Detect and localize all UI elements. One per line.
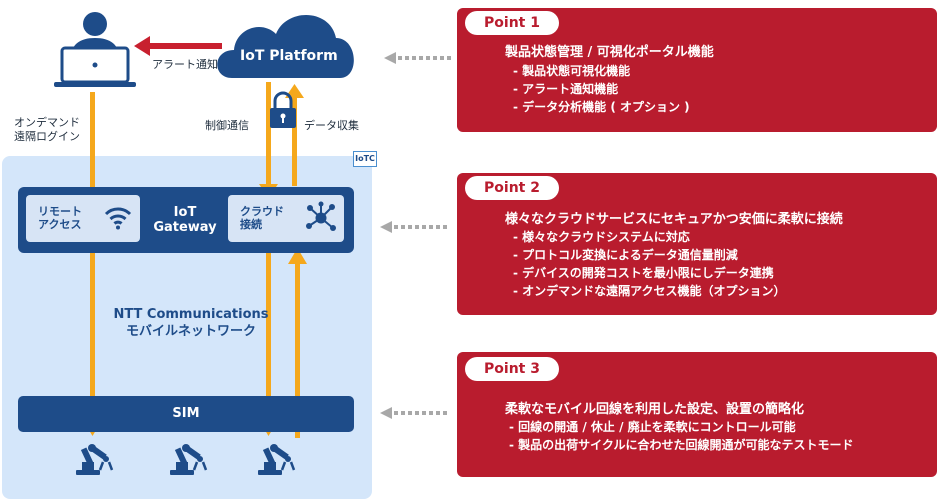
pointer-arrow-1: [384, 52, 451, 64]
remote-access-label: リモート アクセス: [38, 205, 82, 231]
point-1-bullet: - アラート通知機能: [513, 82, 619, 96]
ntt-mobile-network-label: NTT Communications モバイルネットワーク: [113, 307, 269, 339]
cloud-connection-label: クラウド 接続: [240, 205, 284, 231]
point-3-bullet: - 回線の開通 / 休止 / 廃止を柔軟にコントロール可能: [509, 420, 796, 434]
point-3-bullets: - 回線の開通 / 休止 / 廃止を柔軟にコントロール可能 - 製品の出荷サイク…: [509, 418, 854, 454]
iot-platform-label: IoT Platform: [240, 48, 338, 64]
iotc-badge: IoTC: [353, 151, 377, 167]
cloud-connection-box: クラウド 接続: [228, 195, 344, 242]
point-1-title: 製品状態管理 / 可視化ポータル機能: [505, 45, 714, 60]
point-1-box: Point 1 製品状態管理 / 可視化ポータル機能 - 製品状態可視化機能 -…: [457, 8, 937, 132]
alert-arrow: [134, 36, 222, 56]
point-1-pill: Point 1: [465, 11, 559, 35]
robot-arm-icon-2: [170, 444, 208, 475]
control-communication-label: 制御通信: [205, 119, 249, 132]
point-3-box: Point 3 柔軟なモバイル回線を利用した設定、設置の簡略化 - 回線の開通 …: [457, 352, 937, 477]
robot-arm-icon-3: [258, 444, 296, 475]
sim-bar: SIM: [18, 396, 354, 432]
wifi-icon: [104, 207, 132, 230]
point-3-bullet: - 製品の出荷サイクルに合わせた回線開通が可能なテストモード: [509, 438, 854, 452]
point-2-bullet: - プロトコル変換によるデータ通信量削減: [513, 248, 738, 262]
point-2-pill: Point 2: [465, 176, 559, 200]
point-2-bullets: - 様々なクラウドシステムに対応 - プロトコル変換によるデータ通信量削減 - …: [513, 228, 786, 300]
point-2-bullet: - 様々なクラウドシステムに対応: [513, 230, 690, 244]
point-2-title: 様々なクラウドサービスにセキュアかつ安価に柔軟に接続: [505, 212, 843, 227]
ondemand-remote-login-label: オンデマンド 遠隔ログイン: [14, 116, 80, 143]
point-3-pill: Point 3: [465, 357, 559, 381]
point-2-bullet: - デバイスの開発コストを最小限にしデータ連携: [513, 266, 774, 280]
data-arrow-lower: [288, 248, 307, 438]
alert-notification-label: アラート通知: [152, 58, 218, 71]
iot-gateway-title: IoT Gateway: [153, 205, 217, 235]
cloud-shape: [217, 14, 354, 79]
point-2-bullet: - オンデマンドな遠隔アクセス機能（オプション）: [513, 284, 786, 298]
network-hub-icon: [306, 201, 336, 231]
data-collection-label: データ収集: [304, 119, 359, 132]
point-1-bullets: - 製品状態可視化機能 - アラート通知機能 - データ分析機能 ( オプション…: [513, 62, 690, 116]
robot-arm-icon-1: [76, 444, 114, 475]
person-icon: [54, 12, 136, 87]
point-3-title: 柔軟なモバイル回線を利用した設定、設置の簡略化: [505, 402, 805, 417]
sim-label: SIM: [172, 406, 200, 421]
point-2-box: Point 2 様々なクラウドサービスにセキュアかつ安価に柔軟に接続 - 様々な…: [457, 173, 937, 315]
lock-icon: [270, 91, 296, 128]
point-1-bullet: - データ分析機能 ( オプション ): [513, 100, 690, 114]
point-1-bullet: - 製品状態可視化機能: [513, 64, 631, 78]
pointer-arrow-3: [380, 407, 447, 419]
remote-access-box: リモート アクセス: [26, 195, 140, 242]
pointer-arrow-2: [380, 221, 447, 233]
